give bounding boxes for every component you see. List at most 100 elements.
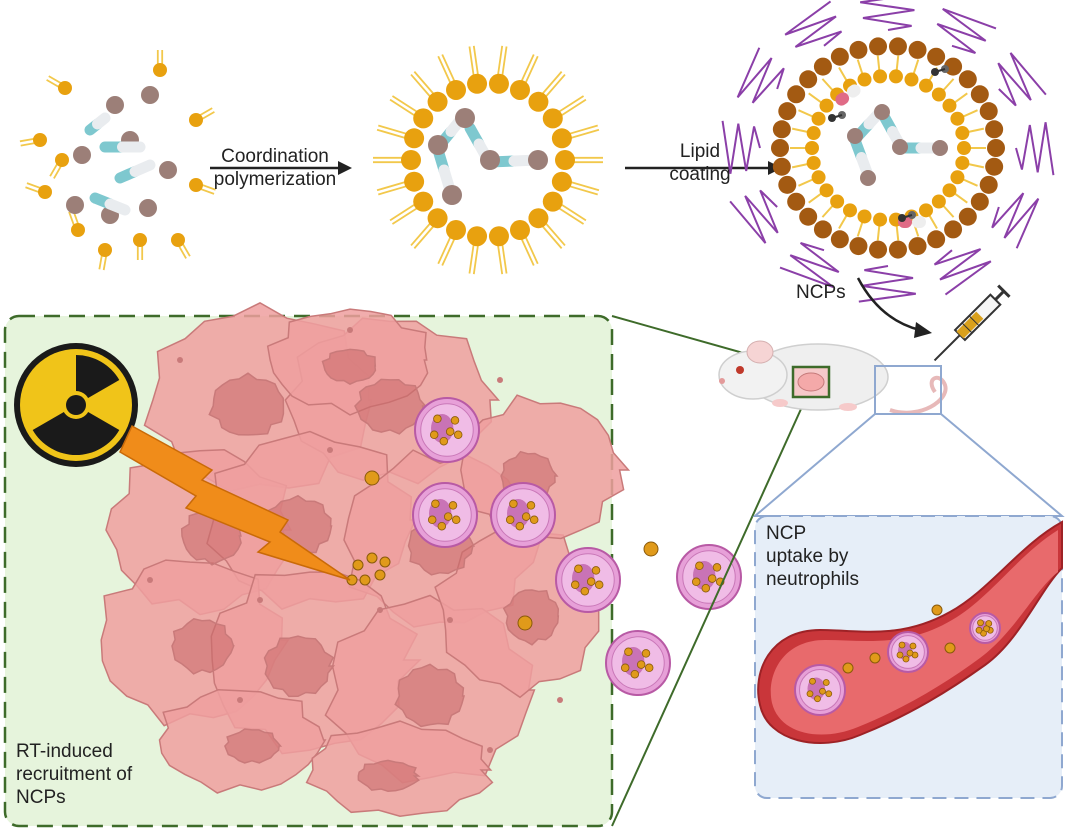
lipid-head: [551, 171, 572, 192]
ncp-particle: [448, 501, 458, 510]
outer-lipid-head: [970, 85, 989, 104]
lipid-head: [98, 243, 112, 257]
inner-lipid-head: [950, 170, 965, 185]
inner-lipid-head: [843, 203, 857, 218]
neutrophil: [490, 482, 556, 548]
inner-lipid-head: [888, 69, 903, 84]
ncp-particle: [819, 687, 826, 695]
ncp-particle: [431, 499, 440, 509]
metal-node: [455, 108, 475, 128]
outer-lipid-head: [772, 120, 791, 139]
ncp-particle: [902, 655, 910, 663]
nucleus: [208, 372, 285, 436]
ncp-particle: [433, 414, 442, 424]
outer-lipid-head: [830, 47, 849, 66]
outer-lipid-head: [869, 37, 888, 56]
metal-node: [139, 199, 157, 217]
inner-lipid-head: [950, 111, 965, 126]
metal-node: [860, 170, 876, 186]
lipid-head: [542, 191, 563, 212]
lipid-head: [189, 178, 203, 192]
step1-label: Coordination polymerization: [213, 146, 337, 190]
inner-lipid-head: [805, 141, 819, 155]
lipid-head: [467, 226, 488, 247]
injection-label: NCPs: [796, 282, 846, 303]
tumor-speck: [257, 597, 263, 603]
ncp-particle: [515, 521, 525, 531]
step2-label: Lipid coating: [669, 141, 731, 185]
arrow-coordination: [210, 161, 352, 175]
outer-lipid-head: [908, 237, 927, 256]
lipid-head: [551, 128, 572, 149]
inner-lipid-head: [857, 209, 872, 224]
lipid-head: [133, 233, 147, 247]
lipid-head: [488, 226, 509, 247]
metal-node: [528, 150, 548, 170]
ncp-particle: [977, 619, 984, 627]
ncp-particle: [806, 690, 814, 698]
inner-lipid-head: [819, 183, 834, 198]
metal-node: [442, 185, 462, 205]
tumor-speck: [557, 697, 563, 703]
ncp-particle: [505, 515, 515, 525]
outer-lipid-head: [830, 230, 849, 249]
ncp-particle: [809, 677, 816, 685]
ncp-particle: [641, 649, 651, 658]
neutrophil: [605, 630, 671, 696]
outer-lipid-head: [985, 120, 1004, 139]
inner-lipid-head: [904, 72, 919, 87]
peg-chain: [933, 248, 992, 296]
tumor-speck: [347, 327, 353, 333]
lipid-head: [55, 153, 69, 167]
lipid-head: [58, 81, 72, 95]
ncp-particle: [906, 649, 914, 657]
inner-lipid-head: [931, 87, 946, 102]
lipid-head: [404, 128, 425, 149]
inner-lipid-head: [811, 111, 826, 126]
lipid-head: [542, 108, 563, 129]
peg-chain: [860, 0, 915, 31]
lipid-head: [33, 133, 47, 147]
inner-lipid-head: [806, 126, 821, 141]
inner-lipid-head: [811, 170, 826, 185]
ncp-particle: [814, 695, 821, 703]
lipid-head: [488, 73, 509, 94]
zoom-line: [611, 397, 807, 827]
stage1-components: [19, 50, 216, 271]
zoom-trapezoid: [752, 413, 1065, 517]
ncp-particle: [909, 642, 917, 650]
nucleus: [321, 348, 377, 386]
ncp-particle: [364, 470, 380, 486]
lipid-head: [427, 208, 448, 229]
lipid-head: [509, 220, 530, 241]
ncp-particle: [636, 660, 646, 669]
ncp-particle: [374, 569, 386, 581]
inner-lipid-head: [919, 78, 933, 93]
metal-node: [159, 161, 177, 179]
tumor-speck: [147, 577, 153, 583]
outer-lipid-head: [927, 230, 946, 249]
lightning-icon: [119, 424, 351, 581]
neutrophil: [969, 612, 1001, 644]
inner-lipid-head: [830, 194, 845, 209]
inner-lipid-head: [857, 72, 872, 87]
ncp-particle: [450, 416, 460, 425]
ncp-particle: [517, 615, 533, 631]
outer-lipid-head: [908, 40, 927, 59]
metal-node: [847, 128, 863, 144]
lipid-head: [401, 150, 421, 170]
outer-lipid-head: [778, 175, 797, 194]
ncp-particle: [359, 574, 371, 586]
metal-node: [428, 135, 448, 155]
ncp-particle: [869, 652, 881, 664]
mouse-icon: [718, 340, 948, 415]
ncp-particle: [695, 561, 704, 571]
outer-lipid-head: [888, 240, 907, 259]
ncp-particle: [427, 515, 437, 525]
ncp-particle: [624, 647, 633, 657]
tumor-speck: [497, 377, 503, 383]
nucleus: [263, 635, 336, 698]
lipid-head: [189, 113, 203, 127]
ncp-particle: [630, 669, 640, 679]
tumor-speck: [377, 607, 383, 613]
